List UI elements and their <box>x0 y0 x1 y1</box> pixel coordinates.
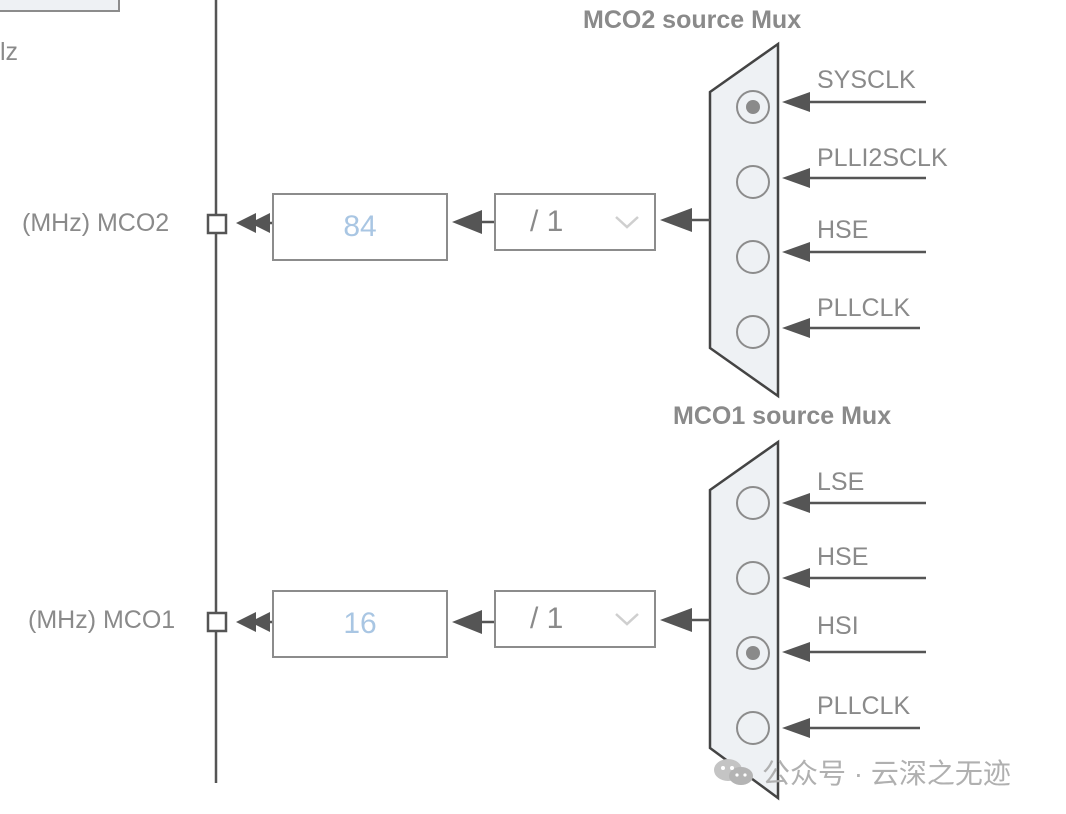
mco2-prescaler-value: / 1 <box>530 205 564 238</box>
mco1-source-label: PLLCLK <box>817 692 911 720</box>
mco1-source-wires <box>782 493 926 738</box>
mco2-source-label: HSE <box>817 216 869 244</box>
mco1-mux-shape <box>708 439 780 801</box>
radio-selected-dot <box>746 646 760 660</box>
mco1-frequency-field[interactable]: 16 <box>272 590 448 658</box>
mco2-source-wires <box>782 92 926 338</box>
mco2-source-label: SYSCLK <box>817 66 916 94</box>
mco2-radio-hse[interactable] <box>736 240 770 274</box>
chevron-down-icon <box>615 613 639 626</box>
watermark: 公众号 · 云深之无迹 <box>712 752 1011 792</box>
mco1-radio-pllclk[interactable] <box>736 711 770 745</box>
mco1-source-label: HSE <box>817 543 869 571</box>
mco2-radio-plli2sclk[interactable] <box>736 165 770 199</box>
mco2-output-label: (MHz) MCO2 <box>22 209 170 237</box>
radio-selected-dot <box>746 100 760 114</box>
wechat-icon <box>714 759 753 785</box>
mco2-radio-sysclk[interactable] <box>736 90 770 124</box>
mco1-radio-hse[interactable] <box>736 561 770 595</box>
corner-text: lz <box>0 38 19 66</box>
mco1-prescaler-select[interactable]: / 1 <box>494 590 656 648</box>
mco1-radio-hsi[interactable] <box>736 636 770 670</box>
mco2-prescaler-select[interactable]: / 1 <box>494 193 656 251</box>
chevron-down-icon <box>615 216 639 229</box>
mco1-source-label: HSI <box>817 612 859 640</box>
mco1-prescaler-value: / 1 <box>530 602 564 635</box>
mco2-mux-shape <box>708 41 780 399</box>
mco2-source-label: PLLI2SCLK <box>817 144 948 172</box>
mco1-mux-title: MCO1 source Mux <box>673 402 892 430</box>
partial-box <box>0 0 120 12</box>
mco2-mux-title: MCO2 source Mux <box>583 6 802 34</box>
mco2-radio-pllclk[interactable] <box>736 315 770 349</box>
mco1-radio-lse[interactable] <box>736 486 770 520</box>
mco1-output-label: (MHz) MCO1 <box>28 606 176 634</box>
mco1-source-label: LSE <box>817 468 865 496</box>
mco2-frequency-field[interactable]: 84 <box>272 193 448 261</box>
mco1-output-path <box>206 608 710 634</box>
watermark-text: 公众号 · 云深之无迹 <box>762 758 1011 789</box>
mco2-source-label: PLLCLK <box>817 294 911 322</box>
mco2-output-path <box>206 208 710 235</box>
